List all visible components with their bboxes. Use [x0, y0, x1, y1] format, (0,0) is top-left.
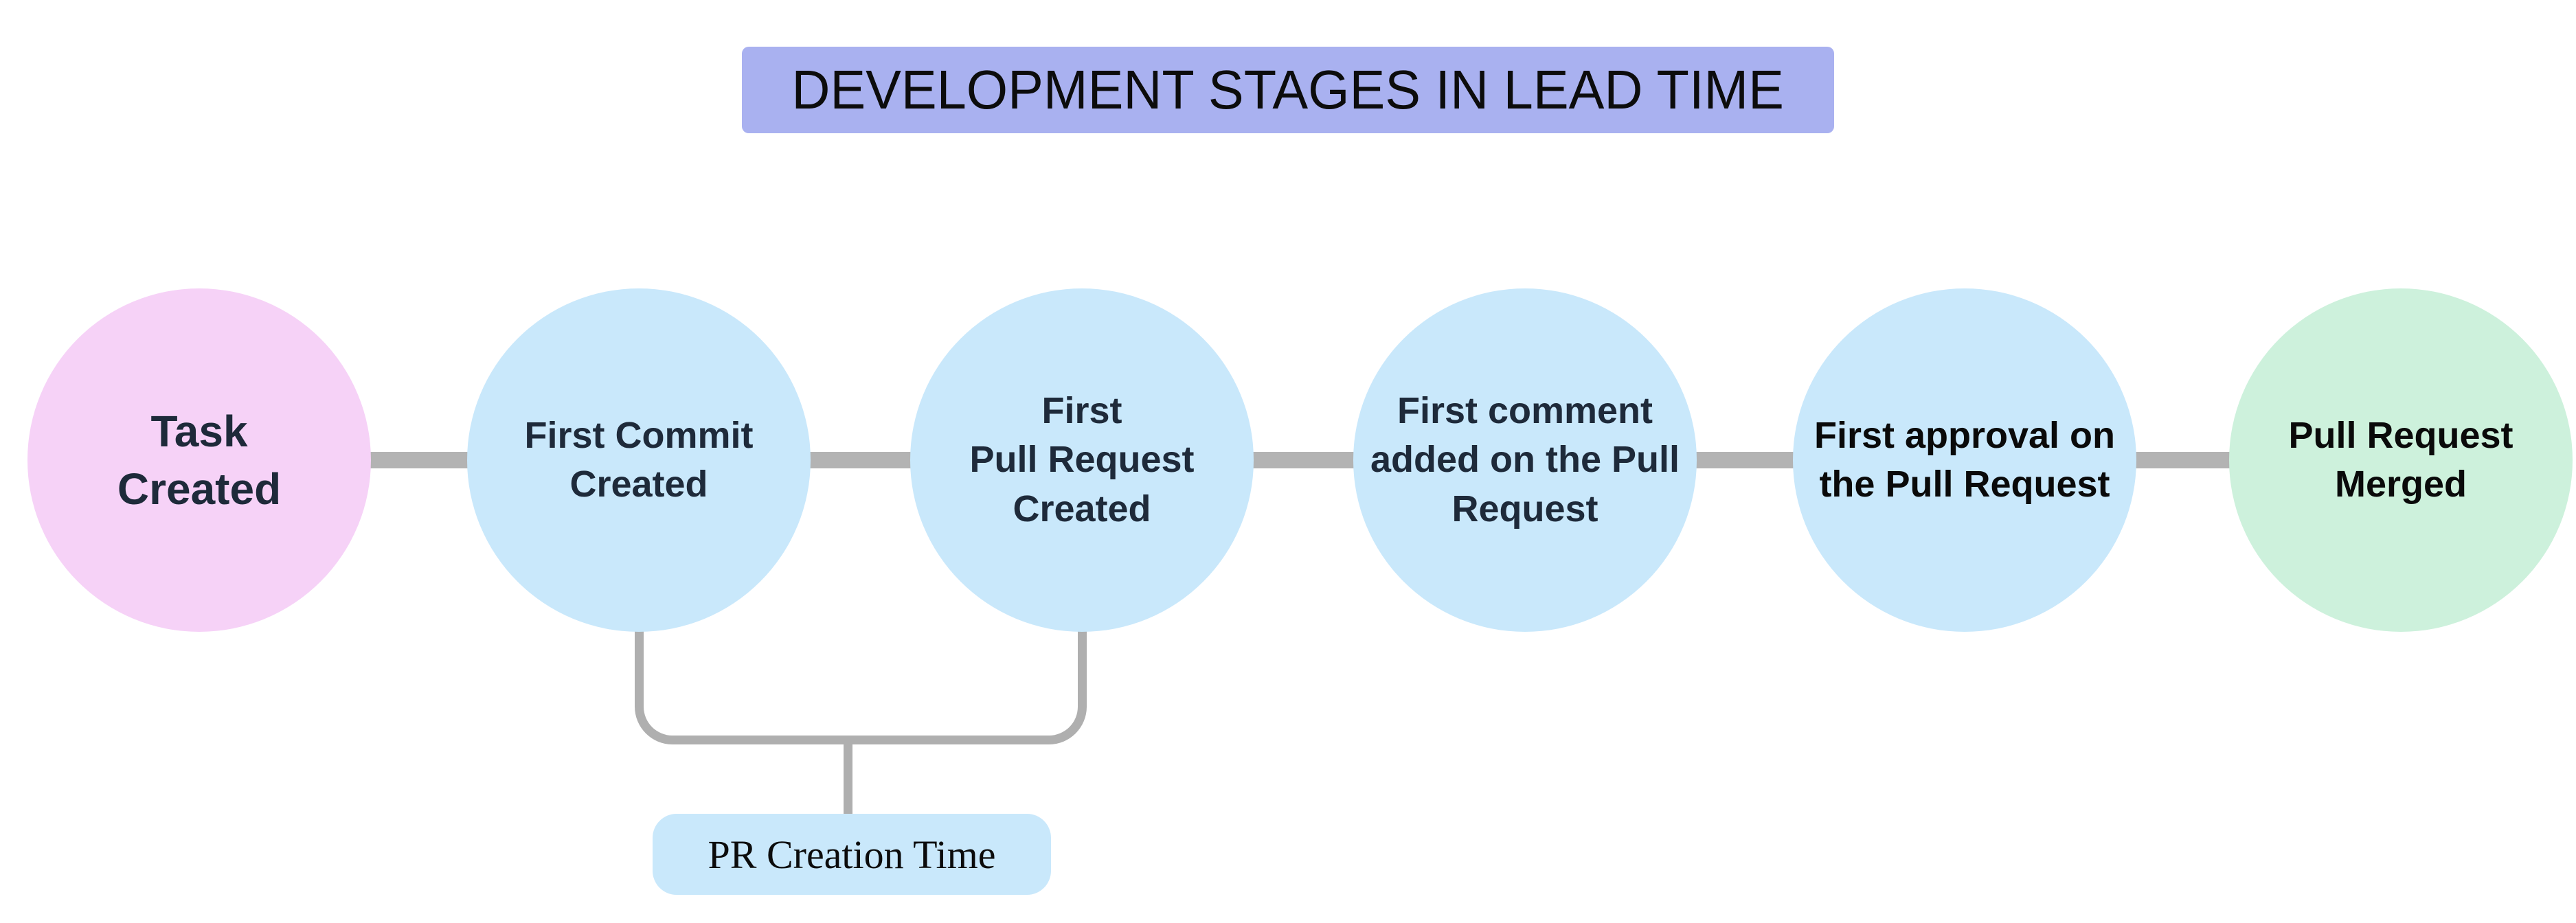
pr-creation-bracket [635, 622, 1087, 744]
stage-circle-first-pull-request-created: First Pull Request Created [910, 288, 1254, 632]
diagram-title-banner: DEVELOPMENT STAGES IN LEAD TIME [742, 47, 1834, 133]
pr-creation-bracket-stem [844, 740, 852, 815]
stage-label: Pull Request Merged [2288, 414, 2513, 505]
stage-circle-first-approval: First approval on the Pull Request [1793, 288, 2136, 632]
stage-label: Task Created [117, 406, 282, 514]
stage-circle-first-comment-added: First comment added on the Pull Request [1353, 288, 1697, 632]
stage-label: First comment added on the Pull Request [1370, 390, 1680, 529]
pr-creation-time-text: PR Creation Time [708, 832, 996, 877]
diagram-title-text: DEVELOPMENT STAGES IN LEAD TIME [791, 59, 1785, 120]
stage-circle-first-commit-created: First Commit Created [467, 288, 811, 632]
stage-circle-pull-request-merged: Pull Request Merged [2229, 288, 2573, 632]
pr-creation-time-label: PR Creation Time [653, 814, 1051, 895]
stage-circle-task-created: Task Created [27, 288, 371, 632]
stage-label: First approval on the Pull Request [1814, 414, 2116, 505]
stage-label: First Pull Request Created [969, 390, 1195, 529]
stage-label: First Commit Created [524, 414, 754, 505]
